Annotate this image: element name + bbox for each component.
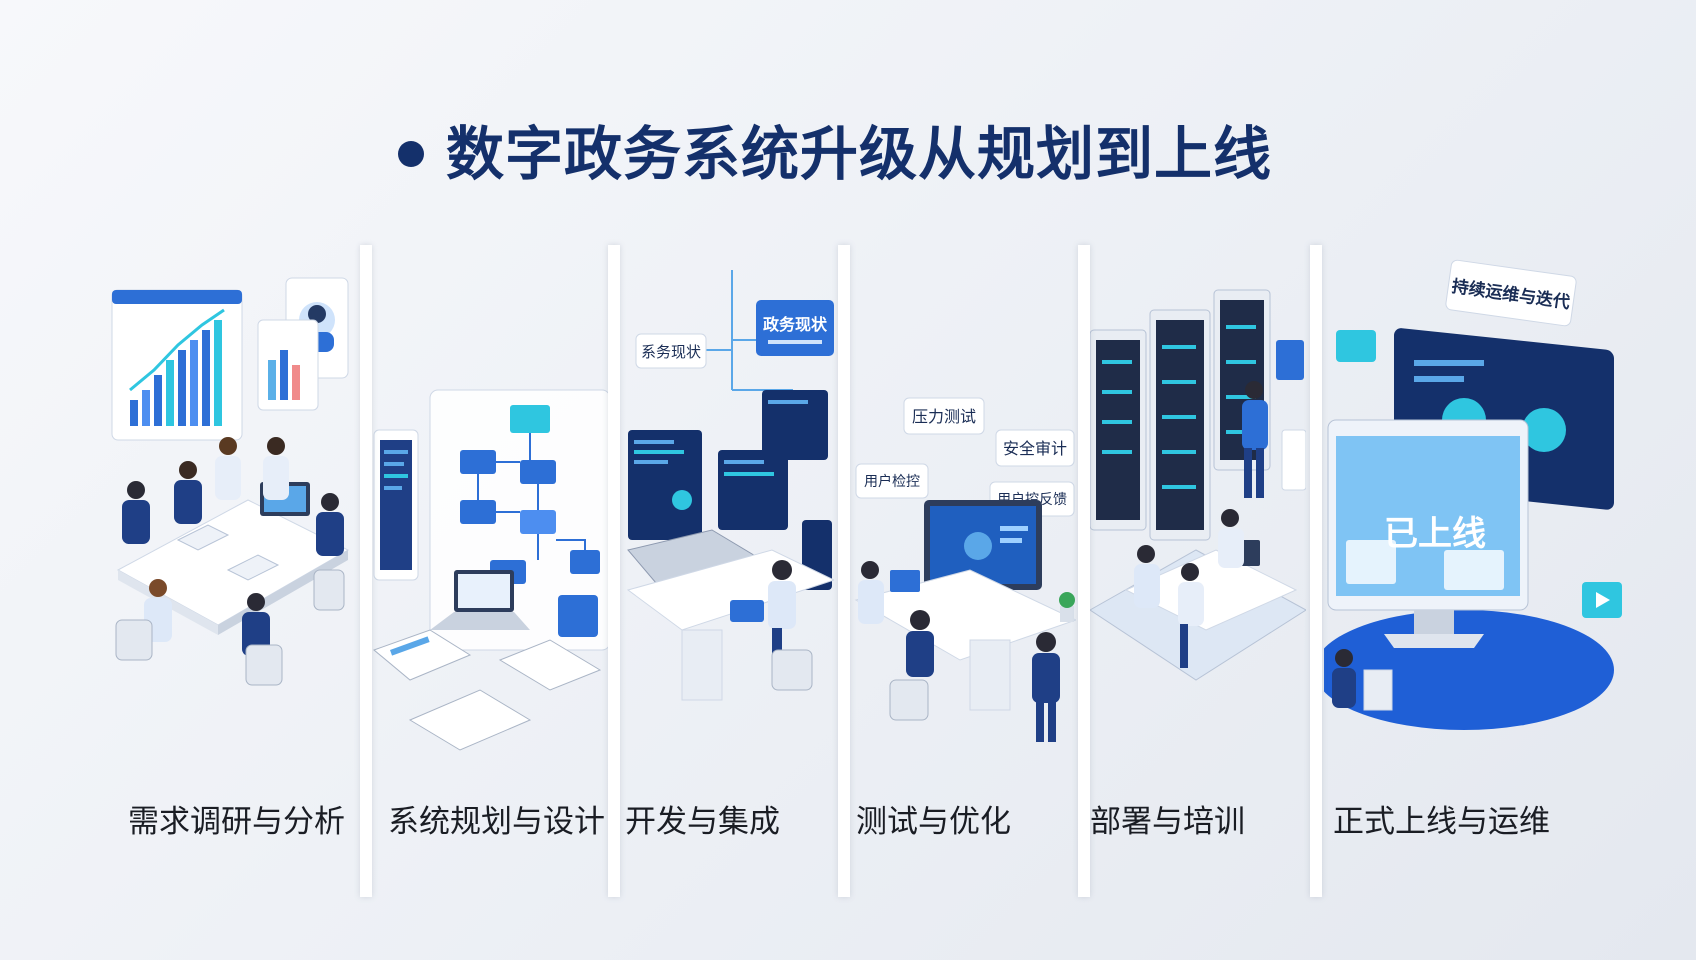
- stage-illustration-planning: [370, 250, 614, 790]
- tag-security-audit: 安全审计: [995, 429, 1075, 467]
- stage-label-development: 开发与集成: [625, 804, 780, 840]
- trainer-and-staff: [1134, 381, 1268, 668]
- test-desk: [854, 569, 1076, 711]
- title-bullet: [398, 141, 424, 167]
- stage-illustration-testing: 压力测试 安全审计 用户检控 用户控反馈: [850, 250, 1076, 790]
- stats-card-screen: [257, 319, 319, 411]
- side-screens: [1276, 340, 1306, 491]
- tag-gov-status-text: 政务现状: [763, 315, 828, 334]
- tag-user-check: 用户检控: [855, 463, 929, 499]
- tag-user-check-text: 用户检控: [864, 473, 920, 490]
- chat-icon: [1336, 330, 1376, 362]
- stage-illustration-launch: 持续运维与迭代 已上线: [1324, 250, 1624, 790]
- testers: [858, 561, 1060, 742]
- operator: [1332, 649, 1393, 711]
- stage-illustration-deployment: [1086, 250, 1306, 790]
- stage-divider: [1078, 245, 1090, 897]
- server-tower-screen: [373, 429, 419, 581]
- stage-divider: [608, 245, 620, 897]
- dashboard-chart-screen: [111, 289, 243, 441]
- play-button-icon: [1582, 582, 1622, 618]
- test-chair: [889, 679, 929, 721]
- stage-label-deployment: 部署与培训: [1090, 804, 1245, 840]
- stage-illustration-research: [78, 250, 360, 790]
- test-monitor: [924, 500, 1042, 590]
- plant: [1059, 592, 1075, 622]
- tag-security-audit-text: 安全审计: [1003, 439, 1067, 458]
- documents: [373, 629, 602, 751]
- title-text: 数字政务系统升级从规划到上线: [446, 120, 1273, 188]
- tag-stress-test: 压力测试: [903, 397, 985, 435]
- stage-label-planning: 系统规划与设计: [388, 804, 605, 840]
- stage-label-testing: 测试与优化: [856, 804, 1011, 840]
- launch-monitor: 已上线: [1327, 419, 1529, 648]
- tag-status-text: 系务现状: [641, 343, 701, 361]
- laptop: [430, 570, 530, 630]
- stage-illustration-development: 系务现状 政务现状: [622, 250, 834, 790]
- tag-gov-status: 政务现状: [756, 300, 834, 356]
- stage-divider: [360, 245, 372, 897]
- team-members: [122, 437, 344, 656]
- page-title: 数字政务系统升级从规划到上线: [398, 112, 1272, 196]
- stage-label-research: 需求调研与分析: [128, 804, 345, 840]
- stage-divider: [1310, 245, 1322, 897]
- code-monitors: [628, 390, 832, 590]
- tag-stress-test-text: 压力测试: [912, 407, 976, 426]
- launch-screen-text: 已上线: [1384, 514, 1486, 554]
- developer: [730, 560, 796, 668]
- stage-label-launch: 正式上线与运维: [1333, 804, 1550, 840]
- office-chairs: [115, 569, 345, 686]
- tag-ops-iteration: 持续运维与迭代: [1445, 259, 1577, 327]
- server-racks: [1089, 289, 1271, 541]
- chair: [771, 649, 813, 691]
- tag-status: 系务现状: [635, 333, 707, 369]
- stage-divider: [838, 245, 850, 897]
